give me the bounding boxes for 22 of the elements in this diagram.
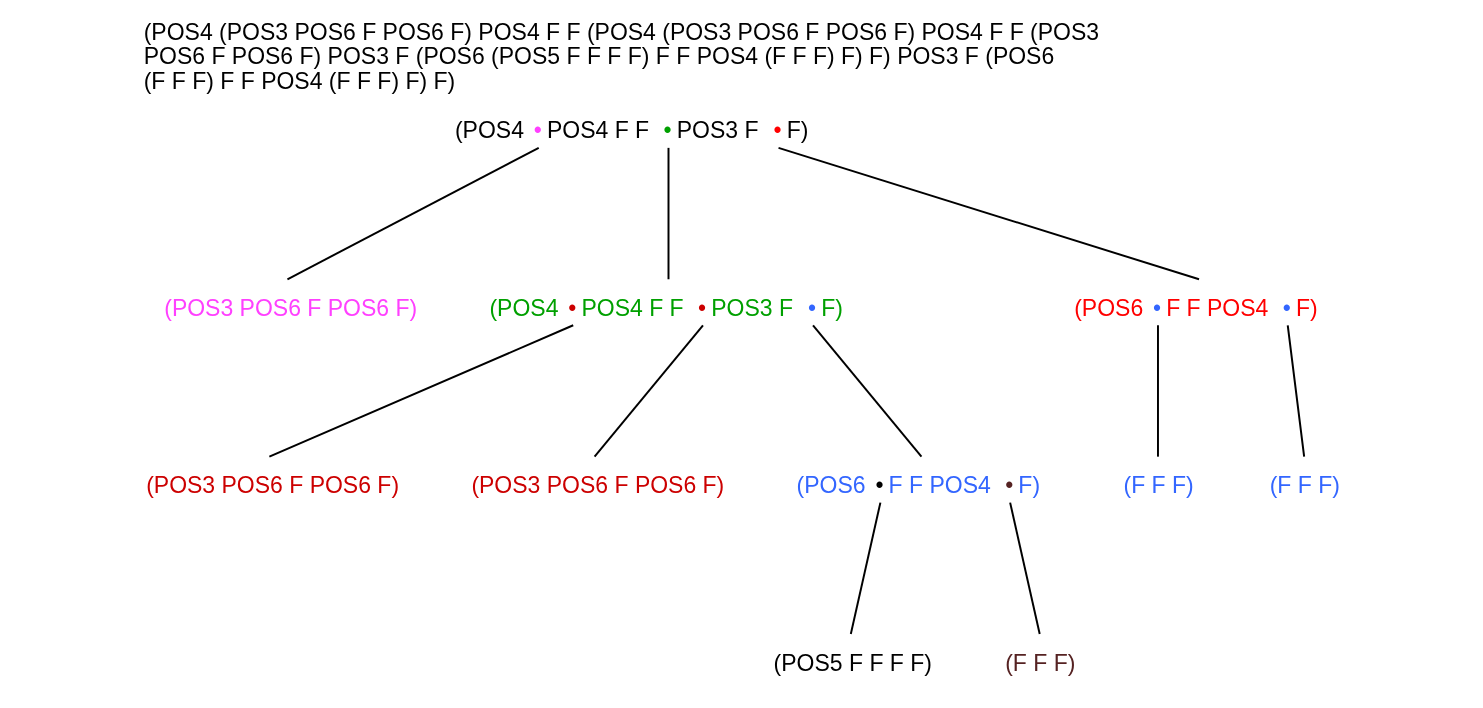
connector xyxy=(267,324,574,458)
node-text: (POS3 POS6 F POS6 F) xyxy=(145,472,399,499)
node-text: (POS4 • POS4 F F • POS3 F • F) xyxy=(454,117,808,144)
node-text: (F F F) xyxy=(1122,472,1194,499)
node-text: (POS5 F F F F) xyxy=(773,649,932,676)
node-text: (POS4 • POS4 F F • POS3 F • F) xyxy=(488,294,843,321)
diagram-title: (POS4 (POS3 POS6 F POS6 F) POS4 F F (POS4 (POS3 POS6 F POS6 F) POS4 F F (POS3 POS6 F POS6 F) POS3 F (POS6 (POS5 F F F F) F F POS4 (F F F) F) F) POS3 F (POS6 (F F F) F F POS4 (F F F) F) F) xyxy=(143,18,1099,95)
node-text: (POS3 POS6 F POS6 F) xyxy=(163,294,417,321)
connector xyxy=(1008,501,1041,636)
connector xyxy=(1286,324,1305,458)
node-text: (POS6 • F F POS4 • F) xyxy=(796,472,1040,499)
node-text: (POS6 • F F POS4 • F) xyxy=(1073,294,1318,321)
node-text: (F F F) xyxy=(1269,472,1340,499)
connector xyxy=(777,146,1200,281)
connector xyxy=(811,324,922,458)
node-text: (F F F) xyxy=(1004,649,1075,676)
connector xyxy=(1156,324,1159,458)
node-text: (POS3 POS6 F POS6 F) xyxy=(470,472,724,499)
connector xyxy=(849,501,881,636)
connector xyxy=(593,324,704,458)
connector xyxy=(667,146,669,281)
connector xyxy=(285,146,540,281)
